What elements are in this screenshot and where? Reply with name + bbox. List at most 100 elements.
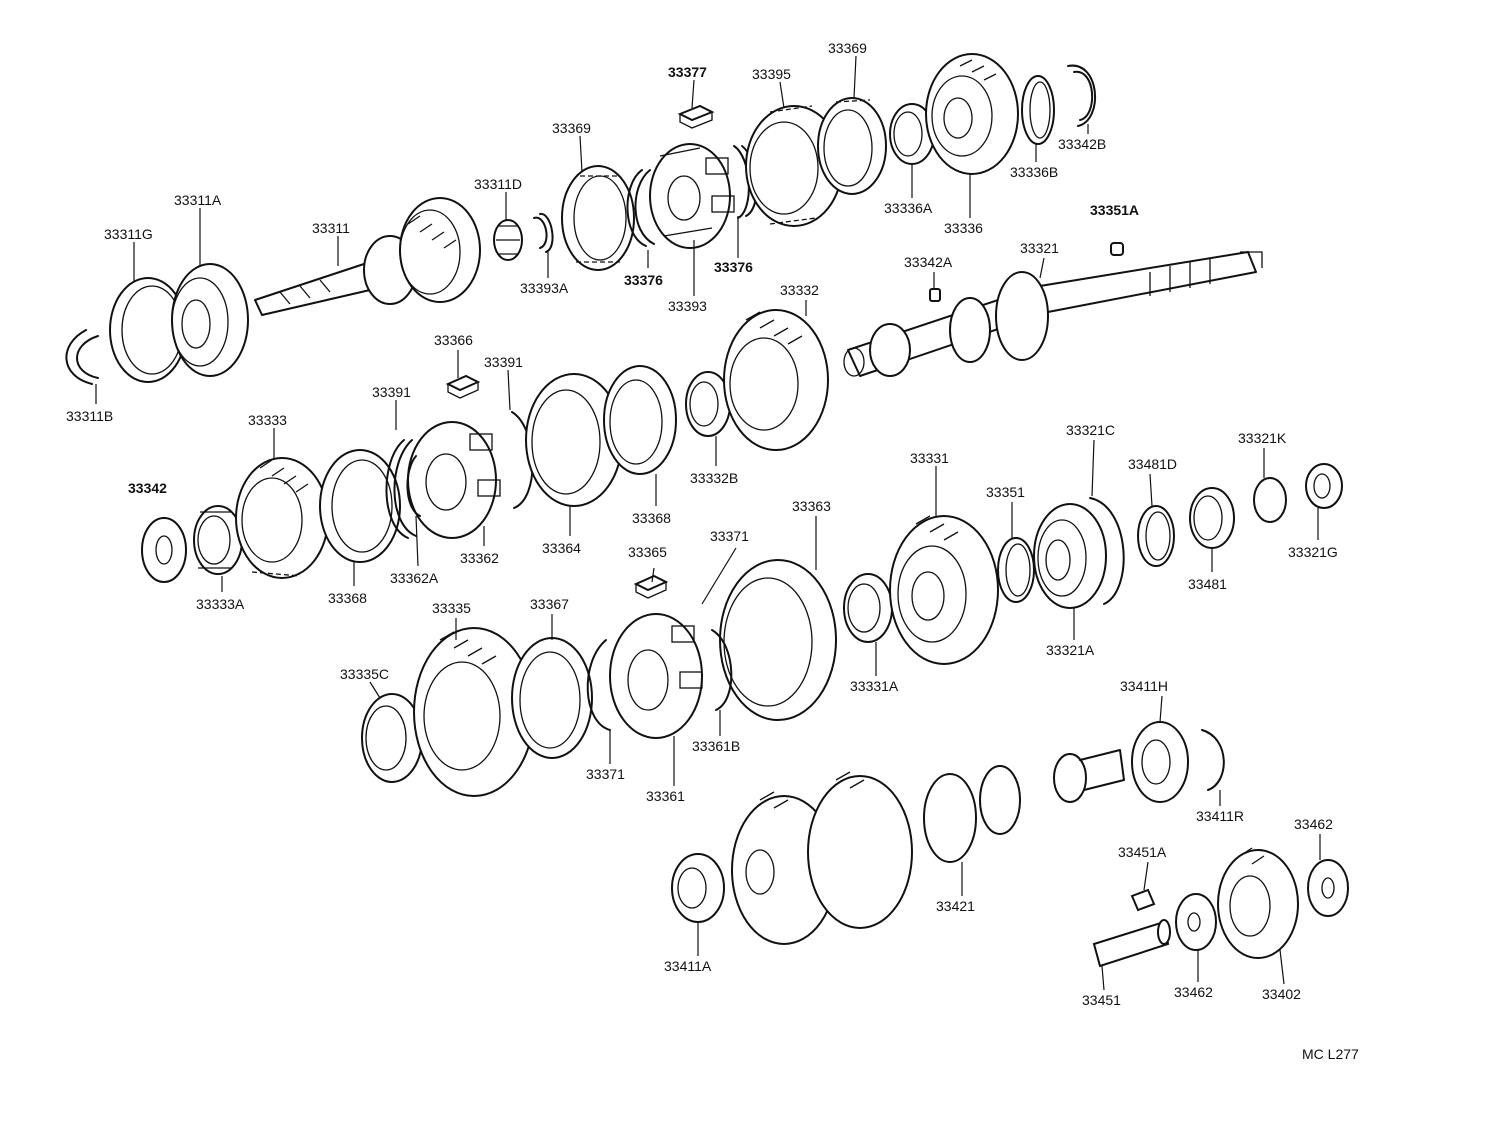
label-33331A[interactable]: 33331A xyxy=(850,678,899,694)
label-33342[interactable]: 33342 xyxy=(128,480,167,496)
washer-33462-lower xyxy=(1175,893,1217,951)
bearing-33321A xyxy=(1033,503,1107,609)
diagram-code: MC L277 xyxy=(1302,1046,1359,1062)
label-33369-mid[interactable]: 33369 xyxy=(552,120,591,136)
label-33411R[interactable]: 33411R xyxy=(1196,808,1244,824)
label-33368-a[interactable]: 33368 xyxy=(328,590,367,606)
label-33331[interactable]: 33331 xyxy=(910,450,949,466)
label-33342A[interactable]: 33342A xyxy=(904,254,953,270)
ring-33336B xyxy=(1021,75,1055,145)
clutch-hub-33362 xyxy=(407,421,501,539)
label-33377[interactable]: 33377 xyxy=(668,64,707,80)
label-33451A[interactable]: 33451A xyxy=(1118,844,1167,860)
clutch-hub-33393 xyxy=(649,143,735,249)
bearing-33481 xyxy=(1189,487,1235,549)
label-33365[interactable]: 33365 xyxy=(628,544,667,560)
synchro-ring-33369-top xyxy=(817,97,887,195)
label-33351A[interactable]: 33351A xyxy=(1090,202,1139,218)
needle-bearing-33333A xyxy=(193,505,243,575)
shifting-key-33365 xyxy=(633,574,669,599)
pin-33342A xyxy=(929,288,941,302)
label-33393[interactable]: 33393 xyxy=(668,298,707,314)
label-33393A[interactable]: 33393A xyxy=(520,280,569,296)
shifting-key-33366 xyxy=(445,374,481,399)
label-33368-b[interactable]: 33368 xyxy=(632,510,671,526)
label-33335C[interactable]: 33335C xyxy=(340,666,389,682)
synchro-ring-33368-right xyxy=(603,365,677,475)
label-33321G[interactable]: 33321G xyxy=(1288,544,1338,560)
label-33411H[interactable]: 33411H xyxy=(1120,678,1168,694)
reverse-idler-gear-33402 xyxy=(1217,847,1299,959)
label-33321C[interactable]: 33321C xyxy=(1066,422,1115,438)
ball-33351A xyxy=(1110,242,1124,256)
label-33391-a[interactable]: 33391 xyxy=(372,384,411,400)
label-33481D[interactable]: 33481D xyxy=(1128,456,1177,472)
snap-ring-33411R xyxy=(1201,729,1225,791)
synchro-ring-33363 xyxy=(719,559,837,721)
label-33361B[interactable]: 33361B xyxy=(692,738,740,754)
label-33311G[interactable]: 33311G xyxy=(104,226,153,242)
label-33362[interactable]: 33362 xyxy=(460,550,499,566)
label-33395[interactable]: 33395 xyxy=(752,66,791,82)
label-33332[interactable]: 33332 xyxy=(780,282,819,298)
label-33351[interactable]: 33351 xyxy=(986,484,1025,500)
label-33321[interactable]: 33321 xyxy=(1020,240,1059,256)
label-33311[interactable]: 33311 xyxy=(312,220,350,236)
key-spring-33361B xyxy=(711,629,733,711)
input-shaft-33311 xyxy=(254,197,481,316)
label-33362A[interactable]: 33362A xyxy=(390,570,439,586)
key-spring-33376-left xyxy=(626,169,655,247)
key-spring-33371-left xyxy=(586,639,611,731)
label-33335[interactable]: 33335 xyxy=(432,600,471,616)
label-33364[interactable]: 33364 xyxy=(542,540,581,556)
label-33361[interactable]: 33361 xyxy=(646,788,685,804)
bearing-33411H xyxy=(1131,721,1189,803)
label-33321K[interactable]: 33321K xyxy=(1238,430,1287,446)
label-33311D[interactable]: 33311D xyxy=(474,176,522,192)
label-33391-b[interactable]: 33391 xyxy=(484,354,523,370)
synchro-ring-33369-upper xyxy=(561,165,635,271)
label-33336[interactable]: 33336 xyxy=(944,220,983,236)
washer-33342 xyxy=(141,517,187,583)
label-33421[interactable]: 33421 xyxy=(936,898,975,914)
label-33371-b[interactable]: 33371 xyxy=(586,766,625,782)
label-33311A[interactable]: 33311A xyxy=(174,192,222,208)
label-33376-b[interactable]: 33376 xyxy=(714,259,753,275)
label-33402[interactable]: 33402 xyxy=(1262,986,1301,1002)
label-33333A[interactable]: 33333A xyxy=(196,596,245,612)
sleeve-33364 xyxy=(525,373,623,507)
synchro-ring-33368-left xyxy=(319,449,401,563)
label-33363[interactable]: 33363 xyxy=(792,498,831,514)
needle-bearing-33332B xyxy=(685,371,731,437)
synchro-ring-33367 xyxy=(511,637,593,759)
label-33411A[interactable]: 33411A xyxy=(664,958,712,974)
label-33462-b[interactable]: 33462 xyxy=(1174,984,1213,1000)
bearing-33411A xyxy=(671,853,725,923)
gear-33333 xyxy=(235,457,329,579)
label-33376-a[interactable]: 33376 xyxy=(624,272,663,288)
label-33333[interactable]: 33333 xyxy=(248,412,287,428)
label-33321A[interactable]: 33321A xyxy=(1046,642,1095,658)
label-33311B[interactable]: 33311B xyxy=(66,408,113,424)
gear-33336 xyxy=(925,53,1019,175)
bearing-33311A xyxy=(171,263,249,377)
hub-33361 xyxy=(609,613,703,739)
key-33451A xyxy=(1130,888,1156,912)
label-33367[interactable]: 33367 xyxy=(530,596,569,612)
key-spring-33362A xyxy=(406,455,421,517)
label-33336B[interactable]: 33336B xyxy=(1010,164,1058,180)
label-33366[interactable]: 33366 xyxy=(434,332,473,348)
label-33342B[interactable]: 33342B xyxy=(1058,136,1106,152)
label-33462-a[interactable]: 33462 xyxy=(1294,816,1333,832)
label-33481[interactable]: 33481 xyxy=(1188,576,1227,592)
label-33371-a[interactable]: 33371 xyxy=(710,528,749,544)
output-shaft-33321 xyxy=(843,251,1263,377)
label-33369-top[interactable]: 33369 xyxy=(828,40,867,56)
label-33332B[interactable]: 33332B xyxy=(690,470,738,486)
label-33336A[interactable]: 33336A xyxy=(884,200,933,216)
label-33451[interactable]: 33451 xyxy=(1082,992,1121,1008)
ring-33481D xyxy=(1137,505,1175,567)
snap-ring-33393A xyxy=(533,213,554,253)
shaft-33451 xyxy=(1092,919,1171,968)
